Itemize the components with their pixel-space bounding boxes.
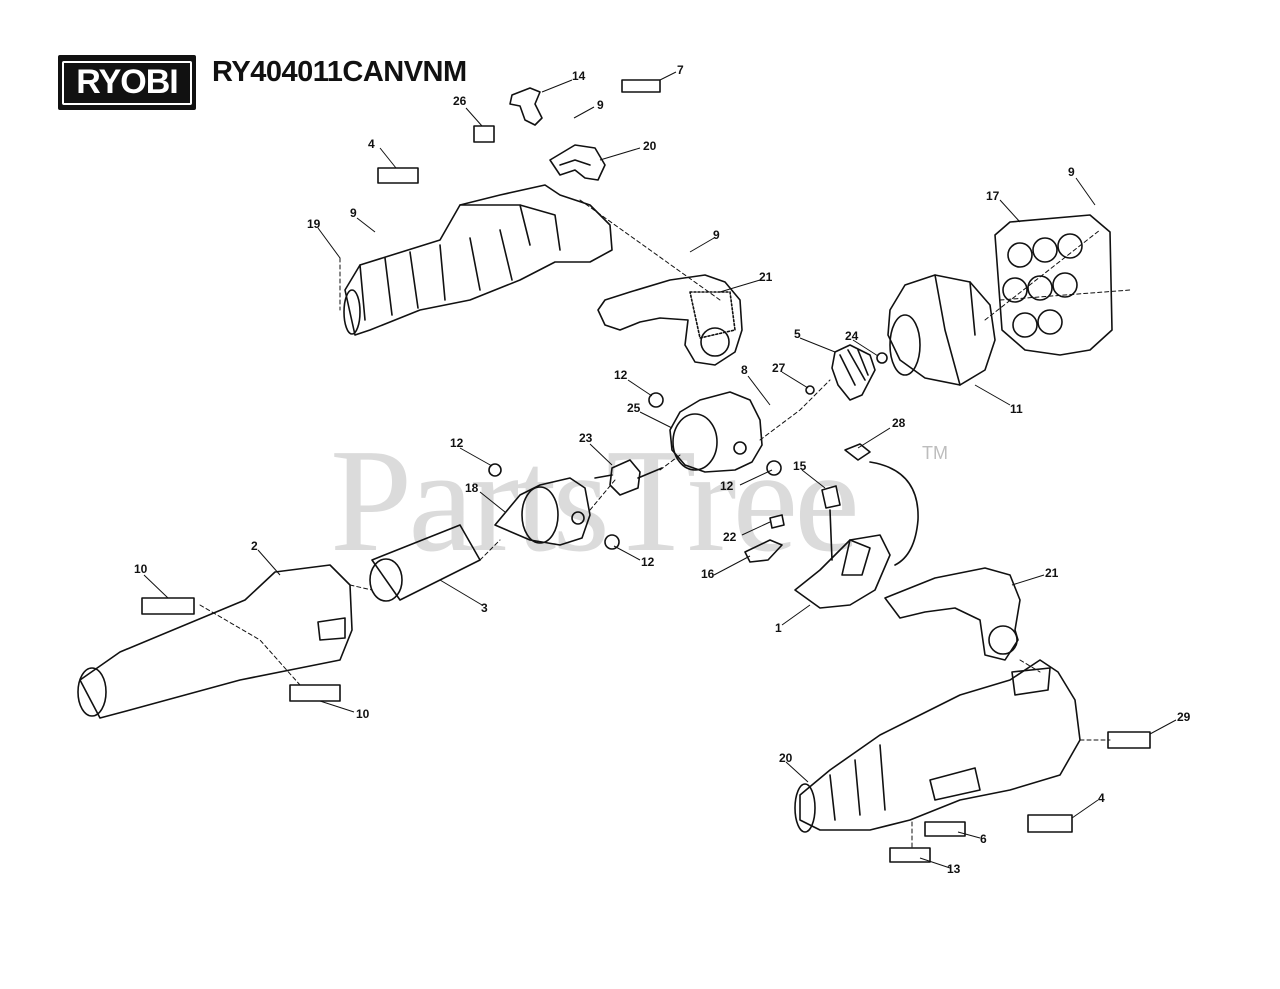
motor-23: [594, 459, 663, 496]
upper-housing-left: [343, 184, 613, 336]
callout-23: 23: [579, 431, 593, 445]
fan-housing-11: [887, 274, 996, 386]
callout-9: 9: [597, 98, 604, 112]
callout-1: 1: [775, 621, 782, 635]
assembled-housing-20: [794, 659, 1081, 833]
callout-20: 20: [643, 139, 657, 153]
callout-27: 27: [772, 361, 786, 375]
callout-6: 6: [980, 832, 987, 846]
handle-21-bottom: [884, 567, 1021, 661]
callout-15: 15: [793, 459, 807, 473]
top-hood-20: [549, 144, 606, 181]
callout-8: 8: [741, 363, 748, 377]
callout-7: 7: [677, 63, 684, 77]
guide-lines: [199, 199, 1131, 849]
washer-27: [805, 385, 815, 395]
callout-26: 26: [453, 94, 467, 108]
callout-17: 17: [986, 189, 1000, 203]
part-22: [769, 514, 785, 529]
callout-11: 11: [1010, 402, 1023, 416]
callout-16: 16: [701, 567, 715, 581]
control-board-1: [794, 534, 891, 609]
watermark-tm: TM: [922, 443, 948, 463]
callout-21: 21: [1045, 566, 1059, 580]
switch-15-wiring: [821, 443, 919, 566]
bushing-12-right: [766, 460, 782, 476]
bushing-12-left: [488, 463, 502, 477]
callout-24: 24: [845, 329, 859, 343]
callout-28: 28: [892, 416, 906, 430]
impeller-5: [831, 344, 888, 401]
callout-9: 9: [1068, 165, 1075, 179]
labels: [141, 79, 1151, 863]
motor-housing-25: [669, 391, 763, 473]
callout-21: 21: [759, 270, 773, 284]
callout-29: 29: [1177, 710, 1191, 724]
handle-21-top: [597, 274, 743, 366]
callout-12: 12: [450, 436, 464, 450]
callout-25: 25: [627, 401, 641, 415]
callout-9: 9: [350, 206, 357, 220]
tube-3: [369, 524, 481, 602]
callout-12: 12: [614, 368, 628, 382]
callout-10: 10: [134, 562, 148, 576]
ryobi-logo: RYOBI: [58, 55, 196, 110]
callout-20: 20: [779, 751, 793, 765]
callout-10: 10: [356, 707, 370, 721]
callout-18: 18: [465, 481, 479, 495]
logo-text: RYOBI: [62, 60, 192, 105]
callout-14: 14: [572, 69, 586, 83]
callout-19: 19: [307, 217, 321, 231]
callout-2: 2: [251, 539, 258, 553]
callout-4: 4: [368, 137, 375, 151]
callout-13: 13: [947, 862, 961, 876]
leader-lines: [143, 71, 1177, 869]
callout-22: 22: [723, 530, 737, 544]
callout-12: 12: [641, 555, 655, 569]
callout-3: 3: [481, 601, 488, 615]
part-16: [744, 539, 783, 563]
bushing-12-bottom: [604, 534, 620, 550]
battery-17: [994, 214, 1113, 356]
model-number: RY404011CANVNM: [212, 56, 467, 88]
callout-4: 4: [1098, 791, 1105, 805]
callout-5: 5: [794, 327, 801, 341]
knob-14: [509, 87, 543, 126]
callout-9: 9: [713, 228, 720, 242]
callout-12: 12: [720, 479, 734, 493]
bushing-12-top: [648, 392, 664, 408]
cone-18: [494, 477, 591, 546]
nozzle-2: [77, 564, 353, 719]
